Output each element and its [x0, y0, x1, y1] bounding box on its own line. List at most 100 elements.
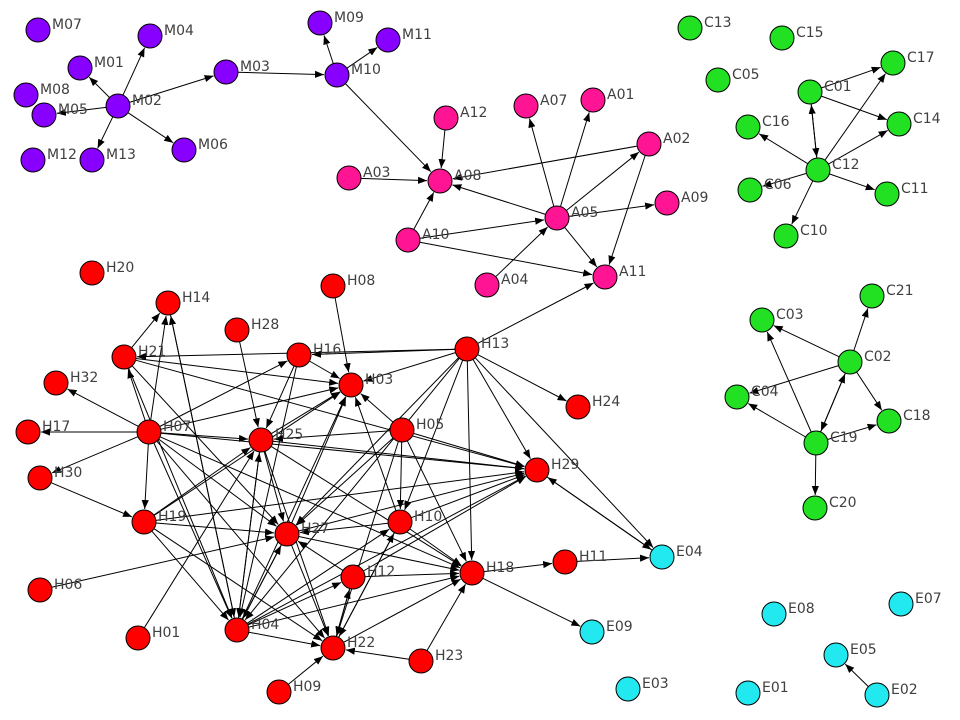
node-c05[interactable]: C05	[705, 67, 760, 93]
node-circle[interactable]	[524, 457, 550, 483]
node-circle[interactable]	[105, 93, 131, 119]
node-h13[interactable]: H13	[454, 336, 509, 362]
node-circle[interactable]	[27, 465, 53, 491]
node-circle[interactable]	[25, 17, 51, 43]
node-a05[interactable]: A05	[544, 205, 598, 231]
node-circle[interactable]	[224, 617, 250, 643]
node-h32[interactable]: H32	[43, 370, 98, 396]
node-h19[interactable]: H19	[131, 509, 186, 535]
node-h04[interactable]: H04	[224, 617, 279, 643]
node-m02[interactable]: M02	[105, 93, 162, 119]
node-circle[interactable]	[705, 67, 731, 93]
node-h03[interactable]: H03	[338, 372, 393, 398]
node-circle[interactable]	[592, 264, 618, 290]
node-c14[interactable]: C14	[886, 111, 941, 137]
node-h29[interactable]: H29	[524, 457, 579, 483]
node-m09[interactable]: M09	[307, 10, 364, 36]
node-circle[interactable]	[677, 15, 703, 41]
node-circle[interactable]	[876, 408, 902, 434]
node-circle[interactable]	[823, 642, 849, 668]
node-c04[interactable]: C04	[724, 384, 779, 410]
node-circle[interactable]	[803, 430, 829, 456]
node-circle[interactable]	[20, 147, 46, 173]
node-circle[interactable]	[565, 394, 591, 420]
node-h12[interactable]: H12	[340, 564, 395, 590]
node-circle[interactable]	[580, 87, 606, 113]
node-h24[interactable]: H24	[565, 394, 620, 420]
node-c11[interactable]: C11	[874, 181, 929, 207]
node-circle[interactable]	[459, 560, 485, 586]
node-a08[interactable]: A08	[427, 168, 481, 194]
node-h06[interactable]: H06	[27, 577, 82, 603]
node-circle[interactable]	[552, 549, 578, 575]
node-circle[interactable]	[320, 635, 346, 661]
node-circle[interactable]	[125, 625, 151, 651]
node-circle[interactable]	[307, 10, 333, 36]
node-c01[interactable]: C01	[797, 79, 852, 105]
node-circle[interactable]	[13, 82, 39, 108]
node-circle[interactable]	[579, 619, 605, 645]
node-circle[interactable]	[513, 93, 539, 119]
node-m04[interactable]: M04	[137, 23, 194, 49]
node-circle[interactable]	[324, 62, 350, 88]
node-circle[interactable]	[761, 601, 787, 627]
node-circle[interactable]	[636, 131, 662, 157]
node-circle[interactable]	[111, 344, 137, 370]
node-m05[interactable]: M05	[31, 102, 88, 128]
node-circle[interactable]	[338, 372, 364, 398]
node-c12[interactable]: C12	[805, 157, 860, 183]
node-circle[interactable]	[654, 190, 680, 216]
node-circle[interactable]	[79, 147, 105, 173]
node-circle[interactable]	[874, 181, 900, 207]
node-c13[interactable]: C13	[677, 15, 732, 41]
node-h20[interactable]: H20	[79, 260, 134, 286]
node-h17[interactable]: H17	[15, 419, 70, 445]
node-c16[interactable]: C16	[735, 114, 790, 140]
node-a09[interactable]: A09	[654, 190, 708, 216]
node-circle[interactable]	[737, 177, 763, 203]
node-h01[interactable]: H01	[125, 625, 180, 651]
node-a10[interactable]: A10	[395, 227, 449, 253]
node-circle[interactable]	[749, 307, 775, 333]
node-h08[interactable]: H08	[320, 273, 375, 299]
node-h09[interactable]: H09	[266, 679, 321, 705]
node-a07[interactable]: A07	[513, 93, 567, 119]
node-circle[interactable]	[155, 290, 181, 316]
node-c19[interactable]: C19	[803, 430, 858, 456]
node-h21[interactable]: H21	[111, 344, 166, 370]
node-circle[interactable]	[805, 157, 831, 183]
node-c21[interactable]: C21	[859, 283, 914, 309]
node-m03[interactable]: M03	[213, 59, 270, 85]
node-circle[interactable]	[837, 349, 863, 375]
node-circle[interactable]	[320, 273, 346, 299]
node-circle[interactable]	[171, 137, 197, 163]
node-c20[interactable]: C20	[802, 495, 857, 521]
node-circle[interactable]	[286, 342, 312, 368]
node-m08[interactable]: M08	[13, 82, 70, 108]
node-c15[interactable]: C15	[769, 25, 824, 51]
node-circle[interactable]	[735, 680, 761, 706]
node-circle[interactable]	[773, 223, 799, 249]
node-circle[interactable]	[387, 509, 413, 535]
node-circle[interactable]	[248, 427, 274, 453]
node-circle[interactable]	[43, 370, 69, 396]
node-h30[interactable]: H30	[27, 465, 82, 491]
node-m06[interactable]: M06	[171, 137, 228, 163]
node-e08[interactable]: E08	[761, 601, 815, 627]
node-circle[interactable]	[131, 509, 157, 535]
node-circle[interactable]	[340, 564, 366, 590]
node-m13[interactable]: M13	[79, 147, 136, 173]
node-circle[interactable]	[474, 272, 500, 298]
node-circle[interactable]	[649, 544, 675, 570]
node-m10[interactable]: M10	[324, 62, 381, 88]
node-a11[interactable]: A11	[592, 264, 646, 290]
node-h11[interactable]: H11	[552, 549, 607, 575]
node-h05[interactable]: H05	[389, 417, 444, 443]
node-circle[interactable]	[15, 419, 41, 445]
node-h10[interactable]: H10	[387, 509, 442, 535]
node-circle[interactable]	[735, 114, 761, 140]
node-circle[interactable]	[266, 679, 292, 705]
node-circle[interactable]	[213, 59, 239, 85]
node-circle[interactable]	[136, 419, 162, 445]
node-circle[interactable]	[336, 165, 362, 191]
